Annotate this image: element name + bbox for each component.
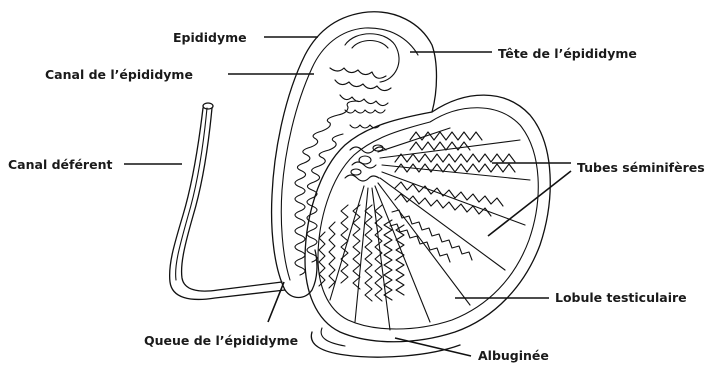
epididymal-duct-coils [295,68,391,275]
label-epididyme: Epididyme [173,30,247,45]
leader-albuginee [395,338,471,356]
label-albuginee: Albuginée [478,348,549,363]
vas-deferens-drawing [170,103,285,299]
label-canal-epididyme: Canal de l’épididyme [45,67,193,82]
label-tubes-seminiferes: Tubes séminifères [577,160,705,175]
label-queue-epididyme: Queue de l’épididyme [144,333,298,348]
label-canal-deferent: Canal déférent [8,157,112,172]
label-lobule-testiculaire: Lobule testiculaire [555,290,687,305]
seminiferous-tubules [319,132,515,301]
leader-queue [268,282,284,322]
leader-lines [124,37,571,356]
label-tete-epididyme: Tête de l’épididyme [498,46,637,61]
